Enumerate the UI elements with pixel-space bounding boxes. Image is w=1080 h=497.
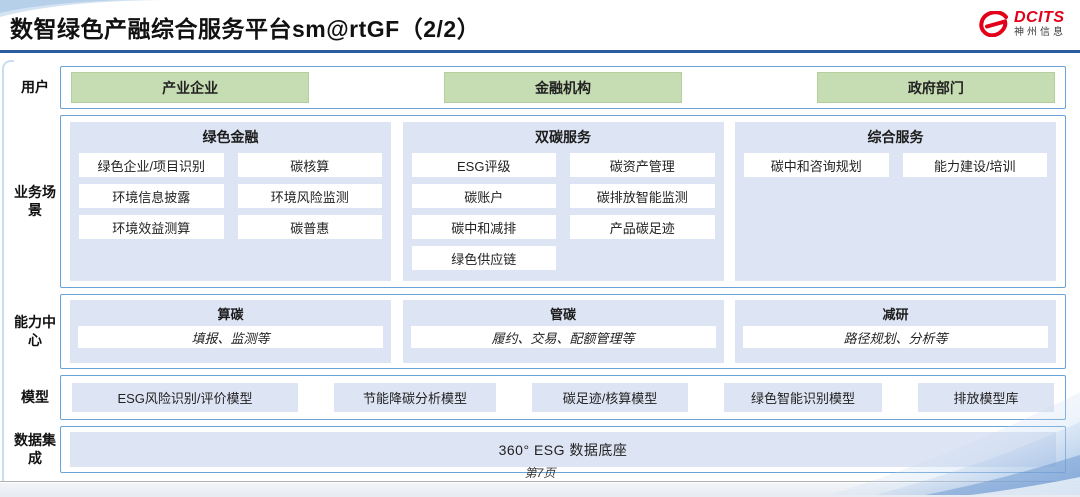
capability-card-desc: 路径规划、分析等 (743, 326, 1048, 348)
users-row-label: 用户 (21, 78, 49, 95)
data-row-label: 数据集成 (14, 432, 56, 466)
scenario-column-title: 综合服务 (867, 129, 924, 145)
capability-card-calc: 算碳 填报、监测等 (70, 300, 391, 363)
model-chip: 绿色智能识别模型 (724, 383, 882, 412)
scenario-item: 能力建设/培训 (902, 153, 1047, 177)
architecture-diagram: 用户 产业企业 金融机构 政府部门 业务场景 绿色金融 绿色企业/项目识别 碳核… (10, 66, 1066, 473)
models-row: 模型 ESG风险识别/评价模型 节能降碳分析模型 碳足迹/核算模型 绿色智能识别… (10, 375, 1066, 420)
users-row: 用户 产业企业 金融机构 政府部门 (10, 66, 1066, 109)
scenario-item: ESG评级 (411, 153, 556, 177)
bottom-right-swoosh-decoration (830, 392, 1080, 495)
dcits-swoosh-icon (979, 11, 1008, 37)
capability-card-title: 减研 (882, 307, 909, 322)
scenario-item: 碳排放智能监测 (570, 184, 715, 208)
capability-card-title: 管碳 (549, 307, 576, 322)
scenario-item: 环境效益测算 (79, 215, 224, 239)
data-row: 数据集成 360° ESG 数据底座 (10, 426, 1066, 473)
slide-header: 数智绿色产融综合服务平台sm@rtGF（2/2） DCITS 神州信息 (0, 0, 1080, 53)
scenario-column-title: 双碳服务 (535, 129, 591, 145)
user-chip-industry: 产业企业 (71, 72, 310, 103)
scenario-items-grid: 绿色企业/项目识别 碳核算 环境信息披露 环境风险监测 环境效益测算 碳普惠 (70, 151, 391, 281)
users-row-box: 产业企业 金融机构 政府部门 (60, 66, 1066, 109)
capability-card-manage: 管碳 履约、交易、配额管理等 (402, 300, 724, 363)
capability-card-title: 算碳 (217, 307, 244, 322)
page-number: 第7页 (524, 466, 556, 480)
user-chip-government: 政府部门 (816, 72, 1055, 103)
model-chip: 排放模型库 (918, 383, 1054, 412)
scenario-item: 产品碳足迹 (570, 215, 715, 239)
capability-row: 能力中心 算碳 填报、监测等 管碳 履约、交易、配额管理等 减研 路径规划、分析… (10, 294, 1066, 369)
capability-card-desc: 填报、监测等 (78, 326, 383, 348)
scenario-item: 碳中和减排 (411, 215, 556, 239)
scenario-column-title: 绿色金融 (202, 129, 259, 145)
scenario-items-grid: 碳中和咨询规划 能力建设/培训 (735, 151, 1056, 281)
capability-card-desc: 履约、交易、配额管理等 (410, 326, 716, 348)
bottom-band-decoration (0, 483, 1080, 497)
scenarios-row: 业务场景 绿色金融 绿色企业/项目识别 碳核算 环境信息披露 环境风险监测 环境… (10, 115, 1066, 288)
scenario-item: 环境风险监测 (237, 184, 382, 208)
scenario-item: 绿色供应链 (411, 246, 556, 270)
data-row-box: 360° ESG 数据底座 (60, 426, 1066, 473)
left-frame-decoration (2, 60, 14, 482)
capability-row-label: 能力中心 (14, 314, 56, 348)
scenario-item: 碳中和咨询规划 (744, 153, 889, 177)
footer-divider (0, 481, 1080, 482)
company-logo: DCITS 神州信息 (979, 10, 1066, 38)
scenario-items-grid: ESG评级 碳资产管理 碳账户 碳排放智能监测 碳中和减排 产品碳足迹 绿色供应… (403, 151, 724, 281)
scenario-column-dual-carbon: 双碳服务 ESG评级 碳资产管理 碳账户 碳排放智能监测 碳中和减排 产品碳足迹… (402, 122, 724, 281)
scenario-item: 碳核算 (237, 153, 382, 177)
scenarios-row-label: 业务场景 (14, 184, 56, 218)
title-underline (0, 50, 1080, 53)
scenario-item: 碳普惠 (237, 215, 382, 239)
scenario-column-comprehensive: 综合服务 碳中和咨询规划 能力建设/培训 (735, 122, 1056, 281)
models-row-box: ESG风险识别/评价模型 节能降碳分析模型 碳足迹/核算模型 绿色智能识别模型 … (60, 375, 1066, 420)
page-title: 数智绿色产融综合服务平台sm@rtGF（2/2） (10, 16, 481, 42)
scenarios-row-box: 绿色金融 绿色企业/项目识别 碳核算 环境信息披露 环境风险监测 环境效益测算 … (60, 115, 1066, 288)
model-chip: 碳足迹/核算模型 (532, 383, 688, 412)
models-row-label: 模型 (21, 388, 49, 405)
scenario-item: 碳账户 (411, 184, 556, 208)
scenario-column-green-finance: 绿色金融 绿色企业/项目识别 碳核算 环境信息披露 环境风险监测 环境效益测算 … (70, 122, 391, 281)
user-chip-finance: 金融机构 (443, 72, 683, 103)
scenario-item: 环境信息披露 (79, 184, 224, 208)
logo-subtitle-text: 神州信息 (1014, 27, 1066, 38)
scenario-item: 碳资产管理 (570, 153, 715, 177)
logo-brand-text: DCITS (1014, 9, 1065, 26)
capability-card-reduce: 减研 路径规划、分析等 (735, 300, 1056, 363)
model-chip: ESG风险识别/评价模型 (72, 383, 298, 412)
esg-data-base-bar: 360° ESG 数据底座 (70, 432, 1056, 467)
capability-row-box: 算碳 填报、监测等 管碳 履约、交易、配额管理等 减研 路径规划、分析等 (60, 294, 1066, 369)
top-left-swoosh-decoration (0, 0, 160, 17)
scenario-item: 绿色企业/项目识别 (79, 153, 224, 177)
model-chip: 节能降碳分析模型 (334, 383, 496, 412)
